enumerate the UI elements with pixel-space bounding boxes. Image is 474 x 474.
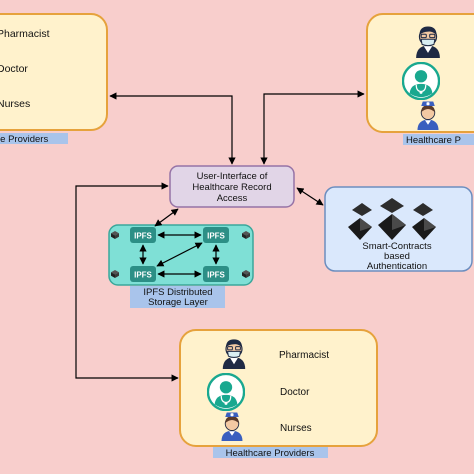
auth-line-3: Authentication	[367, 261, 427, 272]
ui-access-group: User-Interface of Healthcare Record Acce…	[169, 165, 295, 208]
top-left-provider-doctor: Doctor	[0, 63, 28, 75]
ui-access-line-2: Healthcare Record	[192, 182, 271, 193]
bottom-provider-doctor: Doctor	[280, 387, 310, 398]
auth-line-1: Smart-Contracts	[362, 241, 431, 252]
bottom-caption: Healthcare Providers	[226, 448, 315, 459]
ui-access-line-1: User-Interface of	[197, 171, 268, 182]
connector-ui-to-auth	[296, 187, 324, 206]
top-right-caption: Healthcare P	[406, 135, 461, 146]
ipfs-node-label: IPFS	[134, 232, 152, 241]
connectors	[75, 90, 365, 382]
top-left-caption: re Providers	[0, 134, 48, 145]
ipfs-caption-line-2: Storage Layer	[148, 297, 208, 308]
top-left-provider-nurses: Nurses	[0, 98, 30, 110]
connector-top-left-to-ui	[109, 92, 236, 165]
top-right-providers-group: Healthcare P	[366, 13, 474, 146]
top-left-caption-highlight	[0, 133, 68, 144]
doctor-icon	[207, 373, 245, 411]
ipfs-node-top-right: IPFS	[203, 227, 229, 243]
ipfs-node-bottom-left: IPFS	[130, 266, 156, 282]
ipfs-node-top-left: IPFS	[130, 227, 156, 243]
top-right-caption-highlight	[403, 134, 474, 145]
doctor-icon	[402, 62, 440, 100]
bottom-provider-pharmacist: Pharmacist	[279, 350, 329, 361]
ui-access-line-3: Access	[217, 193, 248, 204]
ipfs-node-bottom-right: IPFS	[203, 266, 229, 282]
ipfs-node-label: IPFS	[207, 232, 225, 241]
top-left-providers-group: Pharmacist Doctor Nurses re Providers	[0, 13, 108, 145]
top-left-providers-box	[0, 13, 108, 131]
ipfs-node-label: IPFS	[134, 271, 152, 280]
bottom-provider-nurses: Nurses	[280, 423, 312, 434]
ethereum-icon	[348, 198, 436, 240]
auth-line-2: based	[384, 251, 410, 262]
ipfs-group: IPFS IPFS IPFS IPFS IPFS Distributed S	[108, 224, 254, 308]
connector-top-right-to-ui	[260, 90, 365, 165]
bottom-providers-group: Pharmacist Doctor Nurses Healthcare Prov…	[179, 329, 378, 459]
connector-ui-to-ipfs	[154, 208, 179, 227]
ipfs-node-label: IPFS	[207, 271, 225, 280]
connector-ui-to-bottom-providers	[75, 182, 179, 382]
top-left-provider-pharmacist: Pharmacist	[0, 28, 50, 40]
auth-group: Smart-Contracts based Authentication	[324, 186, 473, 272]
bottom-caption-highlight	[213, 447, 328, 458]
